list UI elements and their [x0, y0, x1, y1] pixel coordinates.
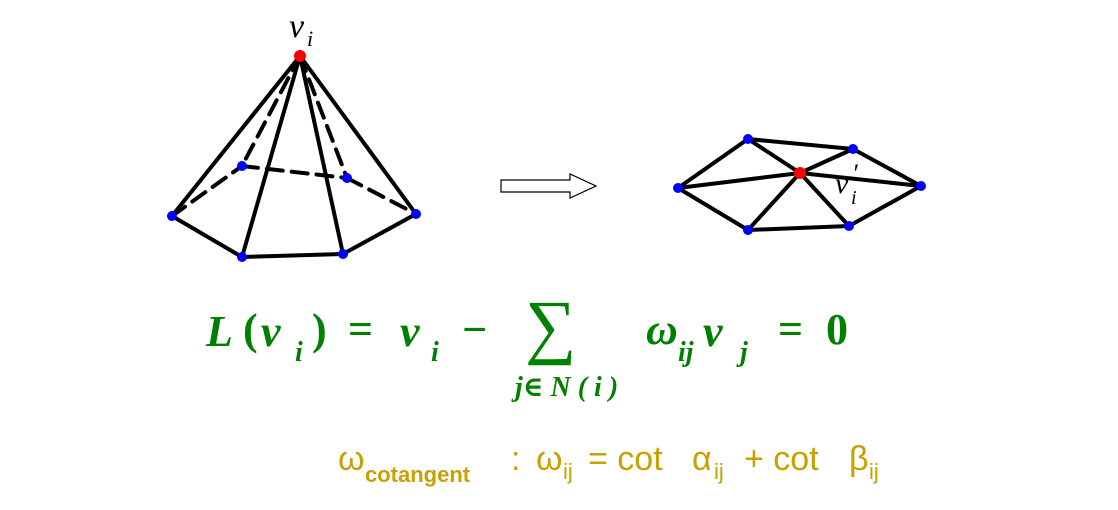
hidden-edge [240, 164, 349, 180]
mesh-edge [851, 147, 923, 188]
pyramid-edge [298, 54, 418, 216]
pyramid-edge [240, 252, 345, 259]
mesh-edge [798, 147, 855, 175]
vertex [743, 225, 753, 235]
transform-arrow [500, 173, 598, 199]
eq-sum-symbol: ∑ [525, 286, 577, 366]
hidden-edge [240, 54, 302, 168]
mesh-edge [746, 137, 855, 151]
hidden-edge [345, 176, 418, 216]
eq-lparen: ( [243, 305, 258, 354]
vertex [743, 134, 753, 144]
eq-v2-sub: i [431, 337, 439, 368]
pyramid-edge [170, 54, 302, 218]
pyramid-edge [170, 214, 244, 259]
weight-plus-cot: + cot [744, 440, 819, 478]
pyramid-edge [341, 212, 418, 256]
mesh-edge [746, 224, 851, 232]
vertex [411, 209, 421, 219]
flat-mesh [676, 137, 923, 232]
center-label-sub: i [851, 187, 857, 209]
weight-colon: : [511, 440, 521, 478]
hidden-edge [298, 54, 349, 180]
mesh-edge [798, 171, 923, 188]
hidden-edge [170, 164, 244, 218]
vertex [844, 221, 854, 231]
pyramid-vertices [167, 50, 421, 262]
mesh-edge [676, 137, 750, 190]
eq-omega-sub: ij [678, 337, 694, 368]
apex-vertex [294, 50, 306, 62]
mesh-edge [676, 171, 802, 190]
weight-omega-ij: ω [536, 440, 563, 478]
eq-minus: − [462, 305, 488, 354]
apex-label: v [289, 8, 305, 45]
center-label-prime: ′ [852, 159, 858, 188]
weight-omega-subscript: cotangent [365, 462, 471, 487]
eq-omega: ω [646, 305, 678, 354]
hidden-edges [170, 54, 418, 218]
mesh-edge [746, 137, 802, 175]
alpha-sub: ij [714, 459, 724, 484]
mesh-edge [847, 184, 923, 228]
vertex [338, 249, 348, 259]
pyramid-edge [298, 54, 345, 256]
vertex [167, 211, 177, 221]
apex-label-sub: i [307, 26, 313, 51]
eq-L: L [206, 307, 233, 356]
vertex [237, 161, 247, 171]
weight-omega: ω [338, 440, 365, 478]
beta-sub: ij [869, 459, 879, 484]
vertex [237, 252, 247, 262]
center-label: v [835, 167, 849, 200]
eq-v1: v [261, 307, 281, 356]
vertex [342, 173, 352, 183]
mesh-edge [676, 186, 750, 232]
eq-v3: v [703, 307, 723, 356]
mesh-edge [798, 171, 851, 228]
eq-sum-subscript: j∈ N ( i ) [515, 372, 619, 403]
eq-v1-sub: i [295, 337, 303, 368]
beta-symbol: β [849, 440, 869, 478]
eq-rparen: ) [312, 305, 327, 354]
vertex [916, 181, 926, 191]
eq-equals-2: = [778, 305, 804, 354]
eq-zero: 0 [826, 305, 848, 354]
vertex [673, 183, 683, 193]
mesh-edge [746, 171, 802, 232]
weight-omega-ij-sub: ij [563, 459, 573, 484]
eq-equals-1: = [348, 305, 374, 354]
vertex [848, 144, 858, 154]
flat-mesh-vertices [673, 134, 926, 235]
pyramid-edge [240, 54, 302, 259]
alpha-symbol: α [692, 440, 712, 478]
weight-equals-cot: = cot [588, 440, 663, 478]
eq-v3-sub: j [740, 337, 748, 368]
pyramid-mesh [170, 54, 418, 259]
eq-v2: v [400, 307, 420, 356]
center-vertex [794, 167, 806, 179]
